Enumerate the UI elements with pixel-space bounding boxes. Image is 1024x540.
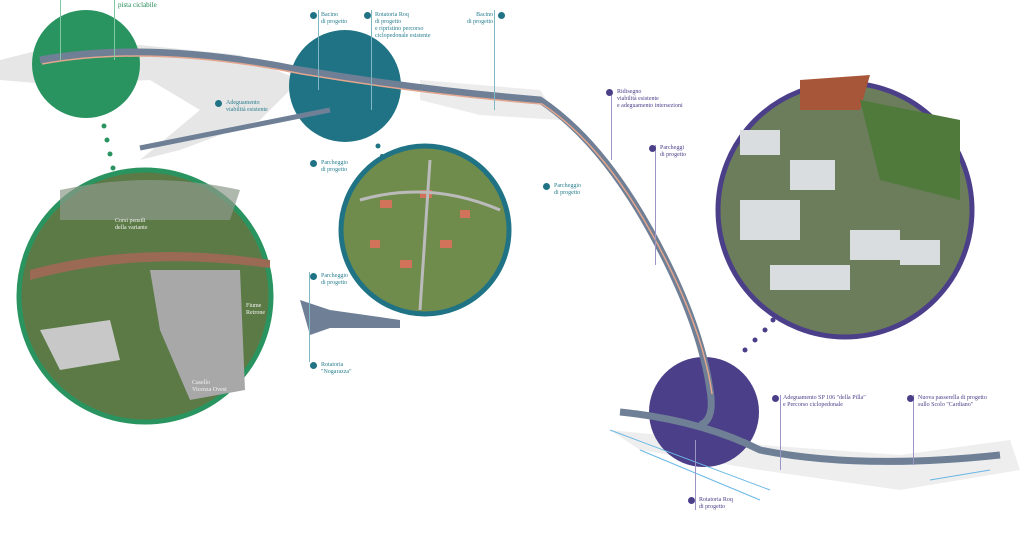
leader-line: [780, 395, 781, 470]
label-bacino-1: Bacino di progetto: [310, 12, 347, 26]
leader-line: [371, 10, 372, 110]
marker-dot: [310, 12, 317, 19]
marker-dot: [649, 145, 656, 152]
leader-line: [60, 0, 61, 60]
label-parcheggi-2: Parcheggi di progetto: [649, 145, 686, 159]
marker-dot: [215, 100, 222, 107]
leader-line: [695, 440, 696, 510]
photo-label-fiume: Fiume Retrone: [246, 303, 265, 316]
label-pista-ciclabile: pista ciclabile: [117, 1, 158, 9]
leader-line: [655, 145, 656, 265]
label-parcheggio-3: Parcheggio di progetto: [543, 183, 581, 197]
label-adeguamento-sp106: Adeguamento SP 106 "della Pilla" e Perco…: [772, 395, 866, 409]
leader-line: [494, 10, 495, 110]
marker-dot: [772, 395, 779, 402]
label-parcheggio-1: Parcheggio di progetto: [310, 160, 348, 174]
leader-line: [114, 0, 115, 60]
label-rotatoria-roq-2: Rotatoria Roq di progetto: [688, 497, 733, 511]
nogarazza-roundabout-road: [300, 300, 400, 335]
marker-dot: [606, 89, 613, 96]
label-rotatoria-roq: Rotatoria Roq di progetto e ripristino p…: [364, 12, 430, 40]
marker-dot: [310, 273, 317, 280]
photo-label-casello: Casello Vicenza Ovest: [192, 380, 227, 393]
marker-dot: [543, 183, 550, 190]
photo-label-corsi: Corsi pensili della variante: [115, 218, 148, 231]
marker-dot: [907, 395, 914, 402]
leader-line: [913, 395, 914, 465]
leader-line: [318, 10, 319, 90]
label-passerella: Nuova passerella di progetto sullo Scolo…: [907, 395, 987, 409]
label-ridisegno: Ridisegno viabilità esistente e adeguame…: [606, 89, 683, 110]
marker-dot: [498, 12, 506, 19]
marker-dot: [364, 12, 371, 19]
marker-dot: [310, 362, 317, 369]
leader-line: [309, 272, 310, 362]
marker-dot: [310, 160, 317, 167]
project-road: [39, 48, 1001, 465]
leader-line: [611, 90, 612, 160]
label-rotatoria-nogarazza: Rotatoria "Nogarazza": [310, 362, 352, 376]
green-highlight-circle: [32, 10, 140, 118]
marker-dot: [688, 497, 695, 504]
label-bacino-2: Bacino di progetto: [467, 12, 506, 26]
label-parcheggio-4: Parcheggio di progetto: [310, 273, 348, 287]
label-adeguamento: Adeguamento viabilità esistente: [215, 100, 268, 114]
